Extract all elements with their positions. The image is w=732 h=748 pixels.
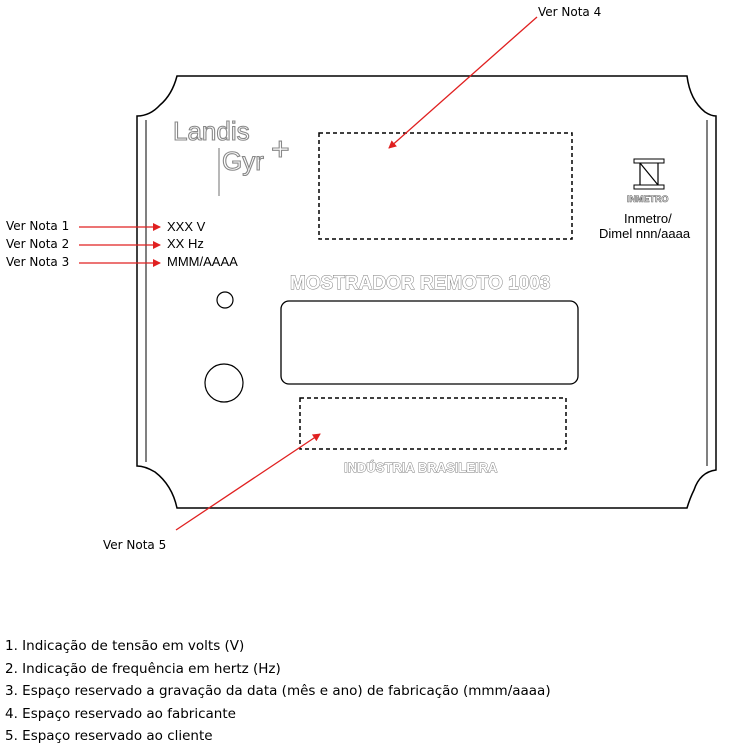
brand-logo-line2: Gyr (222, 146, 264, 176)
frequency-text: XX Hz (167, 236, 204, 251)
inmetro-logo-text: INMETRO (627, 194, 669, 204)
note4-arrow (388, 16, 538, 149)
model-title: MOSTRADOR REMOTO 1003 (290, 273, 550, 294)
note1-label: Ver Nota 1 (6, 219, 69, 233)
brand-logo-plus: + (271, 131, 290, 167)
inmetro-line2: Dimel nnn/aaaa (599, 226, 691, 241)
large-hole (204, 363, 244, 403)
note2-label: Ver Nota 2 (6, 237, 69, 251)
plate-outline (136, 75, 717, 509)
note4-label: Ver Nota 4 (538, 5, 601, 19)
note5-label: Ver Nota 5 (103, 538, 166, 552)
display-window (280, 300, 579, 385)
brand-logo-line1: Landis (173, 116, 250, 146)
date-format-text: MMM/AAAA (167, 254, 238, 269)
legend-item-1: 1. Indicação de tensão em volts (V) (5, 638, 245, 654)
inmetro-seal-icon (633, 158, 665, 190)
notes-legend: 1. Indicação de tensão em volts (V) 2. I… (5, 635, 551, 748)
note3-label: Ver Nota 3 (6, 255, 69, 269)
customer-reserved-box (299, 397, 567, 450)
manufacturer-reserved-box (318, 132, 573, 240)
voltage-text: XXX V (167, 219, 206, 234)
legend-item-4: 4. Espaço reservado ao fabricante (5, 705, 236, 722)
nameplate-diagram: Landis Gyr + XXX V XX Hz MMM/AAAA INMETR… (6, 5, 717, 552)
small-hole (216, 291, 234, 309)
legend-item-2: 2. Indicação de frequência em hertz (Hz) (5, 660, 281, 677)
legend-item-3: 3. Espaço reservado a gravação da data (… (5, 683, 551, 699)
inmetro-line1: Inmetro/ (624, 211, 672, 226)
origin-text: INDÚSTRIA BRASILEIRA (344, 460, 498, 475)
note5-arrow (175, 433, 321, 531)
legend-item-5: 5. Espaço reservado ao cliente (5, 728, 213, 744)
